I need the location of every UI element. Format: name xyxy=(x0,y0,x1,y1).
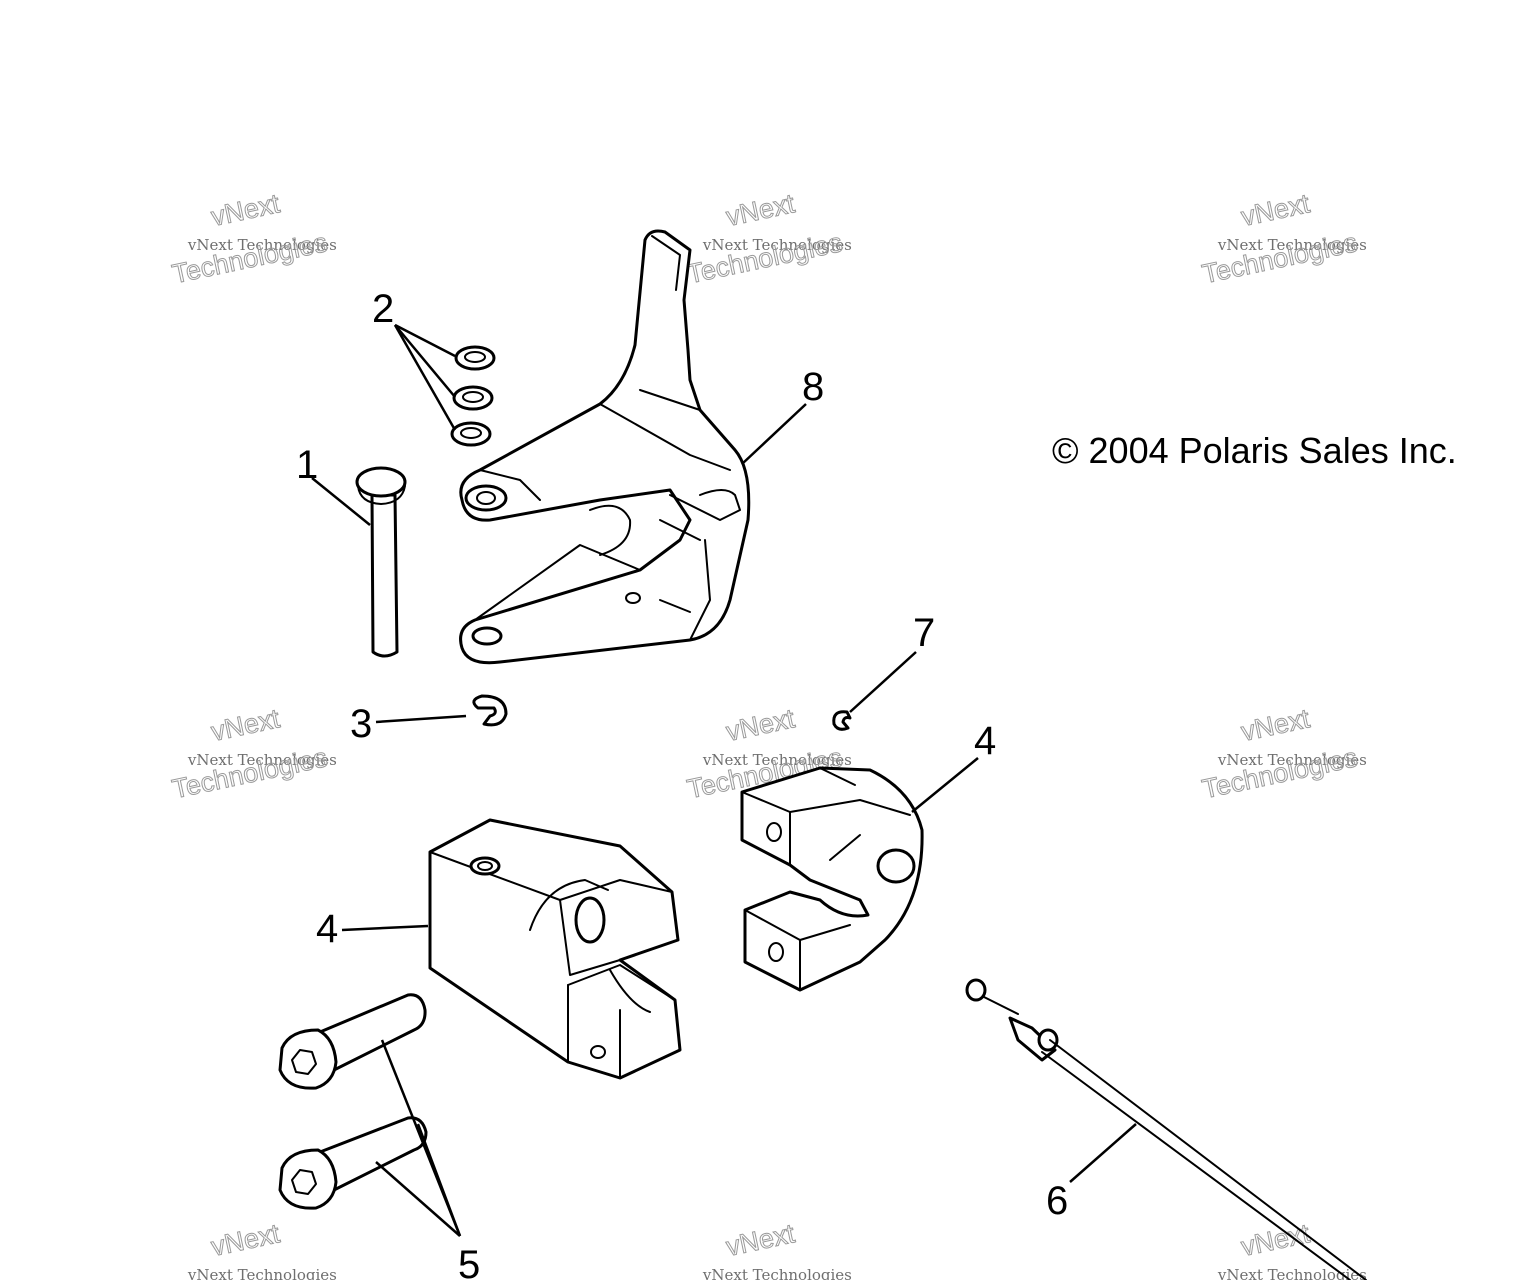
watermark-big-1: vNext xyxy=(208,703,282,747)
watermark-small: vNext Technologies xyxy=(1217,236,1367,254)
watermark-big-1: vNext xyxy=(1238,703,1312,747)
watermark: vNext vNext Technologies Technologies xyxy=(1199,703,1367,805)
watermark-small: vNext Technologies xyxy=(1217,751,1367,769)
watermark-big-1: vNext xyxy=(208,188,282,232)
copyright-notice: © 2004 Polaris Sales Inc. xyxy=(1052,430,1457,471)
watermark-small: vNext Technologies xyxy=(702,236,852,254)
watermark: vNext vNext Technologies Technologies xyxy=(169,703,337,805)
callouts: 1 2 3 4 4 5 6 7 8 xyxy=(296,287,1068,1280)
watermark: vNext vNext Technologies Technologies xyxy=(1199,188,1367,290)
watermark-big-1: vNext xyxy=(208,1218,282,1262)
watermark-small: vNext Technologies xyxy=(1217,1266,1367,1280)
part-5-bolts xyxy=(278,993,428,1210)
part-7-clip xyxy=(832,710,852,731)
callout-3: 3 xyxy=(350,702,372,746)
watermark: vNext vNext Technologies xyxy=(1217,1218,1367,1280)
watermark: vNext vNext Technologies xyxy=(187,1218,337,1280)
part-3-clip xyxy=(472,694,508,727)
part-6-cable xyxy=(965,978,1367,1280)
watermark: vNext vNext Technologies Technologies xyxy=(684,188,852,290)
callout-6: 6 xyxy=(1046,1179,1068,1223)
part-4-block-left xyxy=(428,818,682,1080)
watermark-small: vNext Technologies xyxy=(702,1266,852,1280)
part-8-bracket xyxy=(459,229,751,665)
watermark: vNext vNext Technologies xyxy=(702,1218,852,1280)
watermark-big-1: vNext xyxy=(1238,188,1312,232)
watermarks: vNext vNext Technologies Technologies vN… xyxy=(169,188,1367,1280)
watermark-small: vNext Technologies xyxy=(702,751,852,769)
callout-4-right: 4 xyxy=(974,719,996,763)
callout-1: 1 xyxy=(296,443,318,487)
part-2-washers xyxy=(450,345,496,447)
callout-2: 2 xyxy=(372,287,394,331)
callout-4-left: 4 xyxy=(316,907,338,951)
part-4-block-right xyxy=(740,766,924,992)
watermark-small: vNext Technologies xyxy=(187,1266,337,1280)
callout-8: 8 xyxy=(802,365,824,409)
watermark-small: vNext Technologies xyxy=(187,236,337,254)
callout-5: 5 xyxy=(458,1243,480,1280)
watermark-small: vNext Technologies xyxy=(187,751,337,769)
callout-7: 7 xyxy=(913,611,935,655)
watermark: vNext vNext Technologies Technologies xyxy=(169,188,337,290)
part-1-pin xyxy=(355,466,407,658)
watermark-big-1: vNext xyxy=(723,703,797,747)
leader-lines xyxy=(311,323,1137,1237)
watermark-big-1: vNext xyxy=(723,1218,797,1262)
watermark-big-1: vNext xyxy=(723,188,797,232)
